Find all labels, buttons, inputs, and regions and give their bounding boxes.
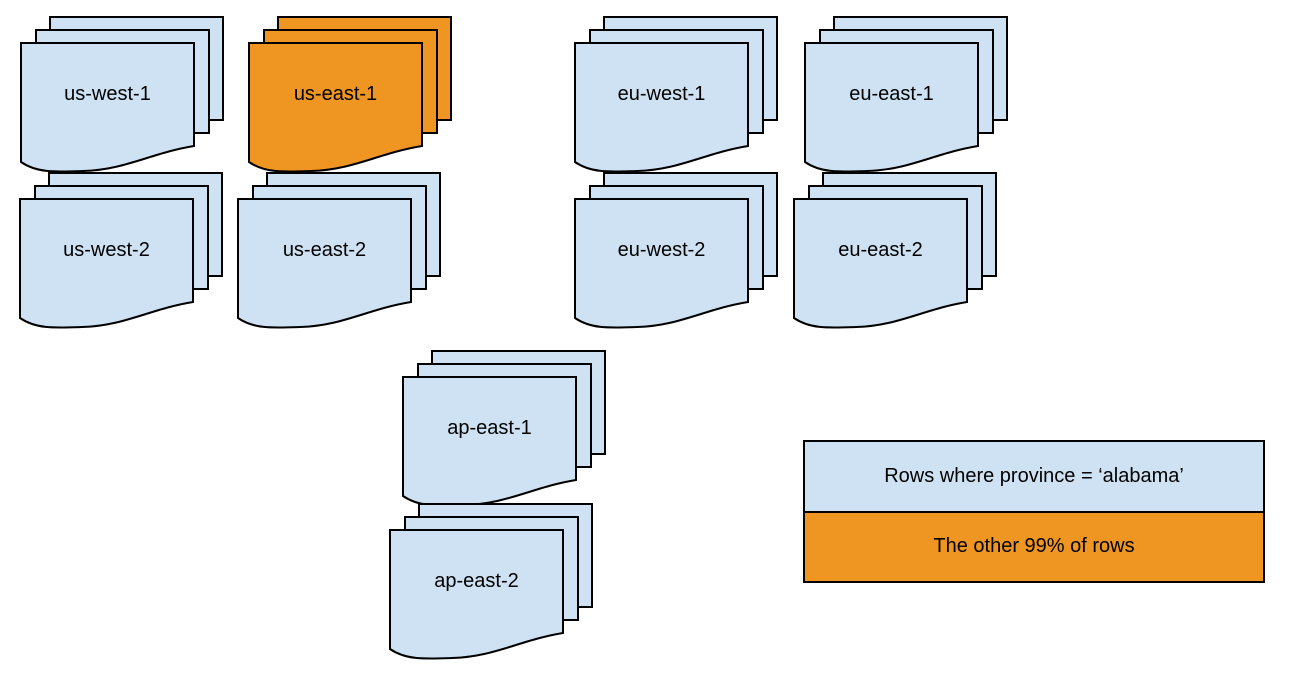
stack-label: us-east-2 — [282, 239, 367, 261]
stack-label: ap-east-2 — [434, 570, 519, 592]
legend-row-alabama: Rows where province = ‘alabama’ — [805, 442, 1263, 511]
stack-us-east-1: us-east-1 — [248, 15, 453, 174]
stack-label: us-east-1 — [293, 83, 378, 105]
legend-row-other-rows: The other 99% of rows — [805, 510, 1263, 581]
stack-label: eu-west-2 — [617, 239, 706, 261]
stack-eu-east-1: eu-east-1 — [804, 15, 1009, 174]
stack-eu-west-2: eu-west-2 — [574, 171, 779, 330]
stack-eu-east-2: eu-east-2 — [793, 171, 998, 330]
stack-label: eu-east-2 — [838, 239, 923, 261]
stack-us-east-2: us-east-2 — [237, 171, 442, 330]
stack-us-west-1: us-west-1 — [20, 15, 225, 174]
legend: Rows where province = ‘alabama’ The othe… — [803, 440, 1265, 583]
stack-eu-west-1: eu-west-1 — [574, 15, 779, 174]
stack-ap-east-2: ap-east-2 — [389, 502, 594, 661]
stack-label: eu-east-1 — [849, 83, 934, 105]
stack-us-west-2: us-west-2 — [19, 171, 224, 330]
stack-label: ap-east-1 — [447, 417, 532, 439]
stack-label: us-west-1 — [64, 83, 151, 105]
stack-label: us-west-2 — [63, 239, 150, 261]
stack-label: eu-west-1 — [617, 83, 706, 105]
legend-label-alabama: Rows where province = ‘alabama’ — [884, 464, 1184, 487]
legend-label-other-rows: The other 99% of rows — [933, 535, 1135, 558]
stack-ap-east-1: ap-east-1 — [402, 349, 607, 508]
